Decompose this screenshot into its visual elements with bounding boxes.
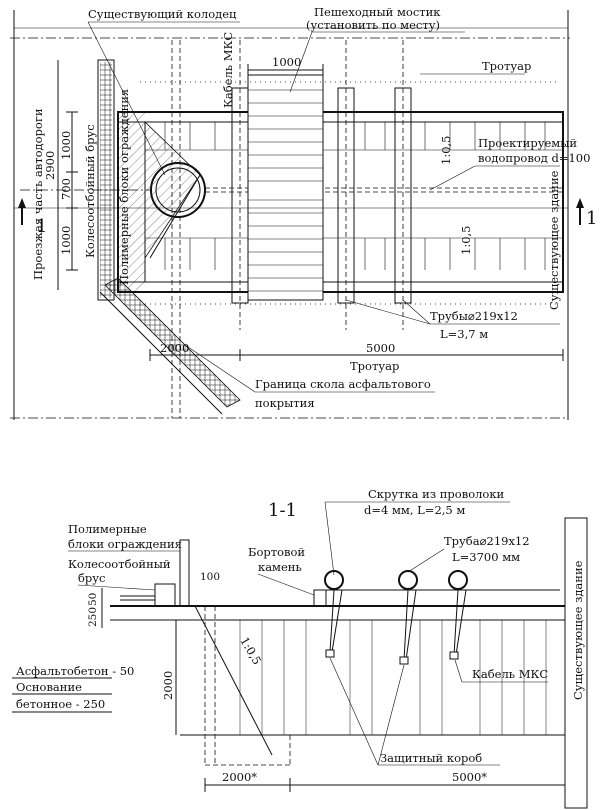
roadway-width: 2900 xyxy=(43,151,57,180)
base-label-2: бетонное - 250 xyxy=(16,697,105,711)
polymer-blocks-sec-2: блоки ограждения xyxy=(68,537,182,551)
polymer-blocks-label: Полимерные блоки ограждения xyxy=(117,89,131,285)
footbridge xyxy=(247,74,324,301)
wheel-stop-sec-1: Колесоотбойный xyxy=(68,557,171,571)
dim-1000-top-line xyxy=(247,64,324,76)
dim-1000-b: 1000 xyxy=(59,226,73,255)
plan-view: 1 1 1000 700 1000 2900 Проезжая часть ав… xyxy=(10,5,597,420)
cable-mks-lines xyxy=(171,40,181,418)
slope-hatching-bottom xyxy=(164,238,546,270)
trench-outline xyxy=(117,111,564,293)
dim-2000-star: 2000* xyxy=(222,770,257,784)
dim-2000-depth: 2000 xyxy=(161,671,175,700)
designed-water-label-1: Проектируемый xyxy=(478,136,577,150)
dim-5000-star: 5000* xyxy=(452,770,487,784)
protective-box-label: Защитный короб xyxy=(380,751,482,765)
existing-well-label: Существующий колодец xyxy=(88,7,237,21)
well-hatched-area xyxy=(144,121,201,260)
section-title: 1-1 xyxy=(268,500,297,521)
dim-700: 700 xyxy=(59,178,73,200)
asphalt-label: Асфальтобетон - 50 xyxy=(16,664,134,678)
footbridge-label-2: (установить по месту) xyxy=(306,18,440,32)
designed-water-label-2: водопровод d=100 xyxy=(478,151,590,165)
sidewalk-bottom: Тротуар xyxy=(350,359,399,373)
section-mark-left-text: 1 xyxy=(36,216,47,237)
section-mark-left: 1 xyxy=(18,198,47,237)
dim-5000-plan: 5000 xyxy=(366,341,395,355)
polymer-blocks-sec-1: Полимерные xyxy=(68,522,147,536)
cable-mks-label: Кабель МКС xyxy=(221,32,235,108)
trench-fill xyxy=(239,620,547,735)
slope-1: 1:0,5 xyxy=(439,136,453,165)
sidewalk-top: Тротуар xyxy=(482,59,531,73)
pipe-label-1: Труба⌀219х12 xyxy=(444,534,530,548)
wheel-stop-sec-2: брус xyxy=(78,571,106,585)
base-label-1: Основание xyxy=(16,680,82,694)
curb-stone-label-2: камень xyxy=(258,560,302,574)
section-cable-mks: Кабель МКС xyxy=(472,667,548,681)
existing-well xyxy=(150,162,206,218)
existing-building-wall xyxy=(564,517,588,809)
asphalt-border-strip xyxy=(99,277,241,415)
pipes-label-2: L=3,7 м xyxy=(440,327,488,341)
dim-50: 50 xyxy=(87,593,99,606)
section-view: 1-1 Существующее здание 1:0,5 xyxy=(12,487,588,809)
section-mark-right-text: 1 xyxy=(586,208,597,229)
dim-2000-plan: 2000 xyxy=(160,341,189,355)
wheel-stop-bar xyxy=(97,59,115,301)
existing-building-section: Существующее здание xyxy=(571,560,585,700)
wheel-stop-bar-label: Колесоотбойный брус xyxy=(83,124,97,258)
dim-1000-top: 1000 xyxy=(272,55,301,69)
section-pipes xyxy=(320,570,560,665)
section-slope: 1:0,5 xyxy=(237,635,264,668)
support-pipes xyxy=(231,40,412,330)
plan-dims-bottom xyxy=(149,349,564,361)
existing-building-plan: Существующее здание xyxy=(547,170,561,310)
wire-twist-label-1: Скрутка из проволоки xyxy=(368,487,505,501)
section-mark-right: 1 xyxy=(576,198,597,229)
plan-frame xyxy=(10,10,570,420)
plan-dims-left xyxy=(57,60,78,290)
top-leaders xyxy=(87,21,465,176)
footbridge-label-1: Пешеходный мостик xyxy=(314,5,441,19)
wire-rails xyxy=(140,81,560,305)
roadway-label: Проезжая часть автодороги xyxy=(31,108,45,280)
slope-2: 1:0,5 xyxy=(459,226,473,255)
asphalt-border-label-2: покрытия xyxy=(255,396,315,410)
wire-twist-label-2: d=4 мм, L=2,5 м xyxy=(364,503,465,517)
asphalt-border-label-1: Граница скола асфальтового xyxy=(255,377,431,391)
dim-1000-a: 1000 xyxy=(59,131,73,160)
dim-250: 250 xyxy=(87,607,99,627)
dim-100: 100 xyxy=(200,571,220,583)
pipe-label-2: L=3700 мм xyxy=(452,550,520,564)
pipes-label-1: Трубы⌀219х12 xyxy=(430,309,518,323)
curb-stone-label-1: Бортовой xyxy=(248,545,305,559)
